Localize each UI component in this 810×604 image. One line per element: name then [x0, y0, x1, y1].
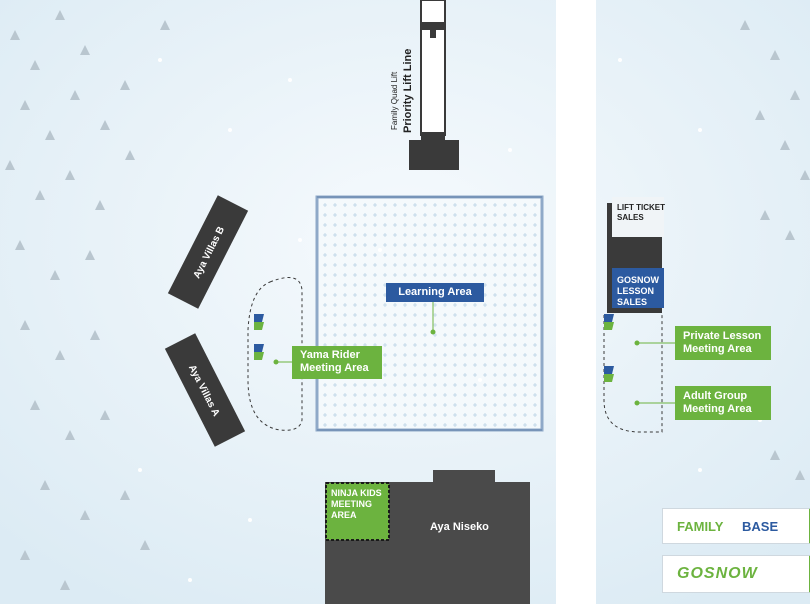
- private-lesson-zone: [603, 315, 663, 433]
- lift-name-label: Family Quad Lift: [390, 71, 399, 130]
- learning-area-label: Learning Area: [386, 283, 484, 302]
- lift-ticket-label: LIFT TICKET SALES: [617, 203, 665, 222]
- lift-ticket-panel: [612, 197, 664, 237]
- trees-right: [740, 20, 810, 480]
- yama-rider-label: Yama Rider Meeting Area: [292, 346, 382, 379]
- yama-rider-zone: [247, 277, 303, 431]
- yama-rider-pin: [273, 359, 279, 365]
- trees-left: [5, 10, 170, 590]
- lift-sub-label: Priority Lift Line: [402, 48, 414, 133]
- gosnow-lesson-label: GOSNOW LESSON SALES: [617, 275, 659, 307]
- adult-group-label: Adult Group Meeting Area: [675, 386, 771, 420]
- legend-gosnow: GOSNOW: [662, 555, 810, 593]
- aya-niseko-roof: [433, 470, 495, 484]
- ninja-kids-label: NINJA KIDS MEETING AREA: [331, 488, 382, 520]
- gosnow-logo-text: GOSNOW: [677, 565, 758, 582]
- lift-station-top: [421, 132, 445, 142]
- aya-niseko-label: Aya Niseko: [430, 521, 489, 533]
- legend-base-text: BASE: [742, 519, 779, 534]
- private-lesson-flags: [604, 314, 614, 382]
- lift-line: [420, 0, 446, 136]
- private-lesson-pin: [634, 340, 640, 346]
- lift-station: [409, 140, 459, 170]
- road: [556, 0, 596, 604]
- adult-group-pin: [634, 400, 640, 406]
- legend-family-text: FAMILY: [677, 519, 724, 534]
- private-lesson-label: Private Lesson Meeting Area: [675, 326, 771, 360]
- ninja-kids-zone: [325, 482, 390, 541]
- legend-family-base: FAMILY BASE: [662, 508, 810, 544]
- snowflakes: [138, 58, 762, 582]
- lift-tower-stem: [430, 26, 436, 38]
- learning-area-net: [315, 195, 544, 432]
- gosnow-lesson-panel: [612, 268, 664, 308]
- learning-area-pin: [430, 329, 436, 335]
- yama-rider-flags: [254, 314, 264, 360]
